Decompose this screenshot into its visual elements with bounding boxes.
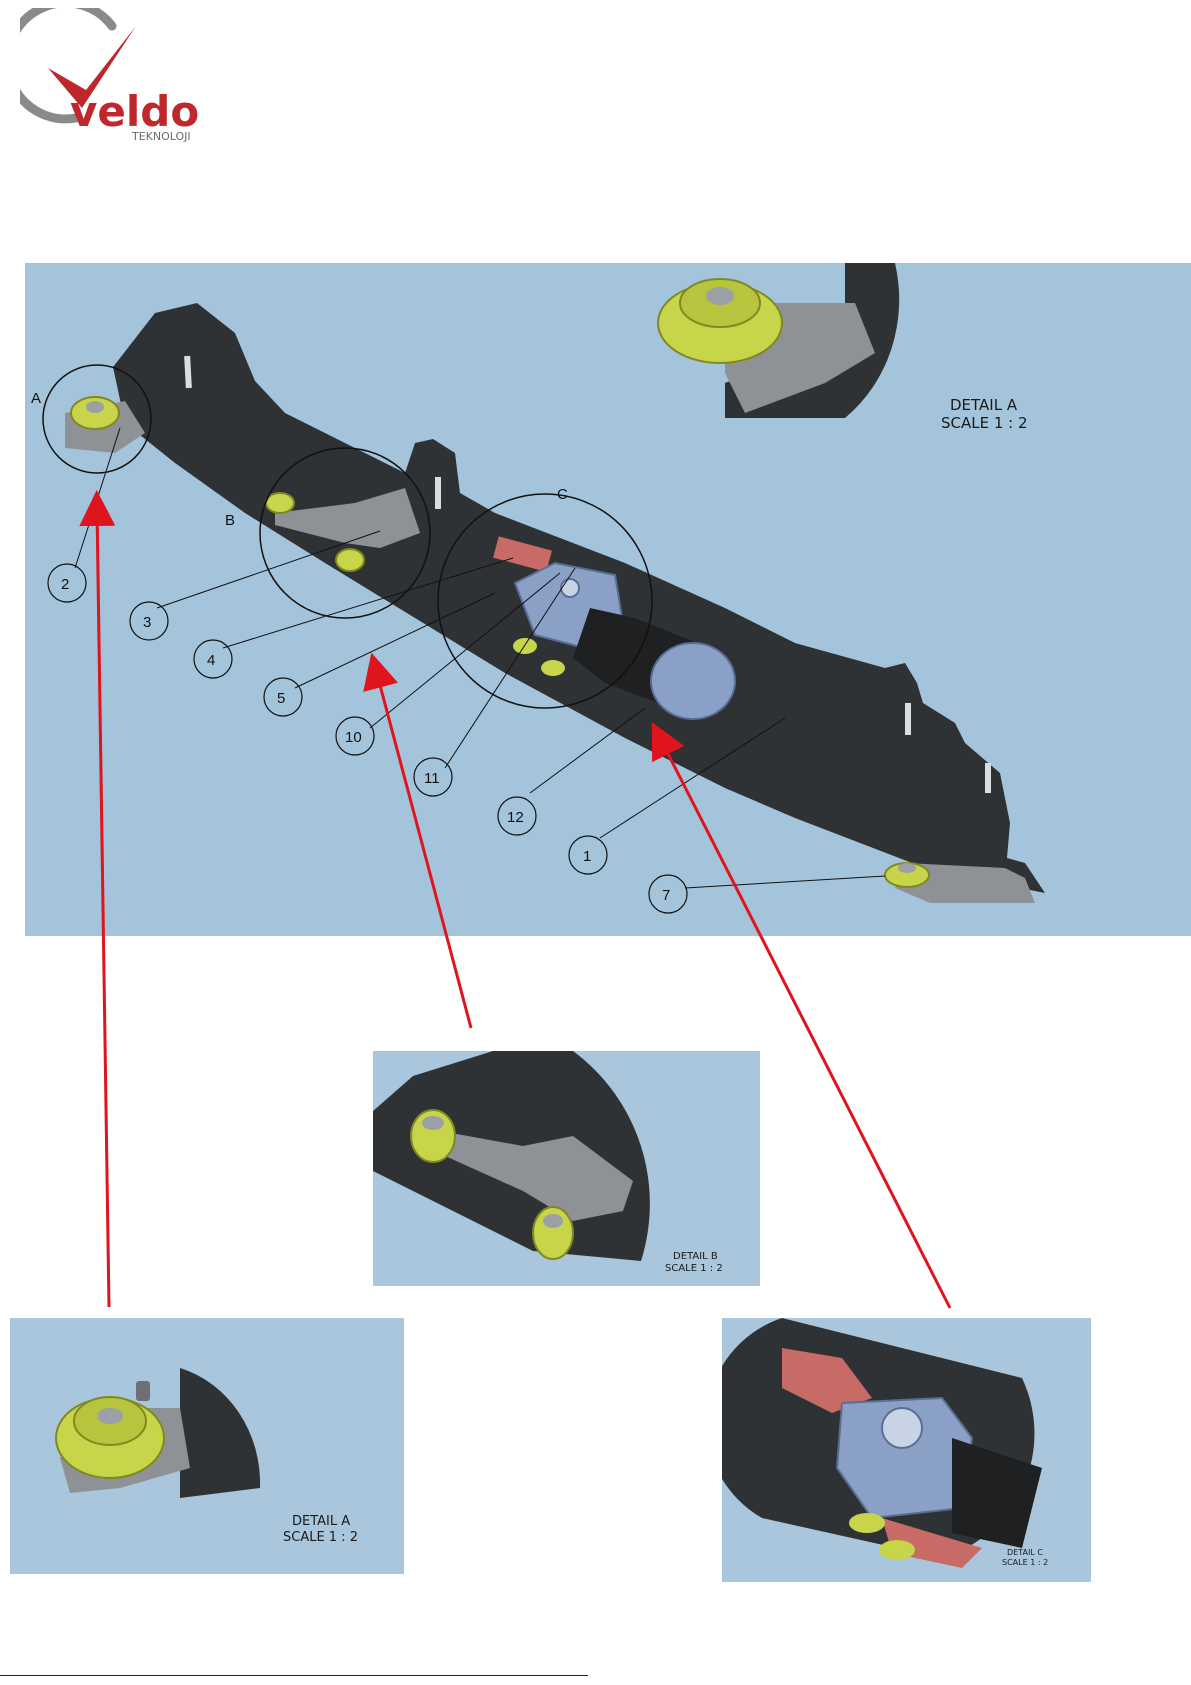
callout-11: 11 <box>414 758 452 796</box>
logo-brand-text: veldo <box>70 87 199 136</box>
detail-c-caption-line1: DETAIL C <box>1007 1548 1043 1557</box>
detail-letter-b: B <box>225 512 235 529</box>
callout-2: 2 <box>48 564 86 602</box>
plate-slot <box>905 703 911 735</box>
veldo-logo: veldo TEKNOLOJI <box>20 8 220 148</box>
detail-a-view: DETAIL A SCALE 1 : 2 <box>10 1318 404 1574</box>
detail-c-gearbox-shaft <box>882 1408 922 1448</box>
svg-text:7: 7 <box>662 887 670 904</box>
callout-1: 1 <box>569 836 607 874</box>
detail-a-caption-line1: DETAIL A <box>292 1514 350 1529</box>
pulley-left-hub <box>86 401 104 413</box>
pulley-b-lower <box>336 549 364 571</box>
svg-text:1: 1 <box>583 848 591 865</box>
detail-a-pulley-hub <box>97 1408 123 1424</box>
inset-caption-line1: DETAIL A <box>950 396 1018 414</box>
motor-end-cap <box>651 643 735 719</box>
svg-text:10: 10 <box>345 729 362 746</box>
detail-b-pulley-upper-hub <box>422 1116 444 1130</box>
callout-4: 4 <box>194 640 232 678</box>
callout-5: 5 <box>264 678 302 716</box>
pulley-b-upper <box>266 493 294 513</box>
detail-b-pulley-lower-hub <box>543 1214 563 1228</box>
main-assembly-view: A B C 2 3 4 5 <box>25 263 1191 936</box>
inset-caption-line2: SCALE 1 : 2 <box>941 414 1028 432</box>
main-assembly-drawing: A B C 2 3 4 5 <box>25 263 1191 936</box>
svg-text:4: 4 <box>207 652 215 669</box>
detail-a-drawing: DETAIL A SCALE 1 : 2 <box>10 1318 404 1574</box>
svg-text:3: 3 <box>143 614 151 631</box>
detail-b-caption-line2: SCALE 1 : 2 <box>665 1263 723 1274</box>
pulley-7-hub <box>898 863 916 873</box>
svg-text:11: 11 <box>424 770 440 787</box>
plate-slot <box>985 763 991 793</box>
svg-text:5: 5 <box>277 690 285 707</box>
detail-b-view: DETAIL B SCALE 1 : 2 <box>373 1051 760 1286</box>
detail-b-drawing: DETAIL B SCALE 1 : 2 <box>373 1051 760 1286</box>
detail-letter-c: C <box>557 486 568 503</box>
detail-c-view: DETAIL C SCALE 1 : 2 <box>722 1318 1091 1582</box>
detail-c-pulley-1 <box>849 1513 885 1533</box>
pulley-c-1 <box>513 638 537 654</box>
callout-10: 10 <box>336 717 374 755</box>
detail-a-bolt <box>136 1381 150 1401</box>
svg-text:12: 12 <box>507 809 524 826</box>
svg-text:2: 2 <box>61 576 69 593</box>
pulley-c-2 <box>541 660 565 676</box>
detail-c-caption-line2: SCALE 1 : 2 <box>1002 1558 1048 1567</box>
detail-a-caption-line2: SCALE 1 : 2 <box>283 1530 358 1545</box>
detail-letter-a: A <box>31 390 41 407</box>
plate-slot <box>435 477 441 509</box>
callout-7: 7 <box>649 875 687 913</box>
detail-c-pulley-2 <box>879 1540 915 1560</box>
detail-b-caption-line1: DETAIL B <box>673 1251 718 1262</box>
callout-12: 12 <box>498 797 536 835</box>
detail-c-drawing: DETAIL C SCALE 1 : 2 <box>722 1318 1091 1582</box>
logo-sub-text: TEKNOLOJI <box>131 130 191 143</box>
footer-rule <box>0 1675 588 1676</box>
detail-a-plate <box>180 1368 260 1498</box>
gearbox-shaft <box>561 579 579 597</box>
callout-3: 3 <box>130 602 168 640</box>
inset-detail-a: DETAIL A SCALE 1 : 2 <box>658 263 1028 432</box>
